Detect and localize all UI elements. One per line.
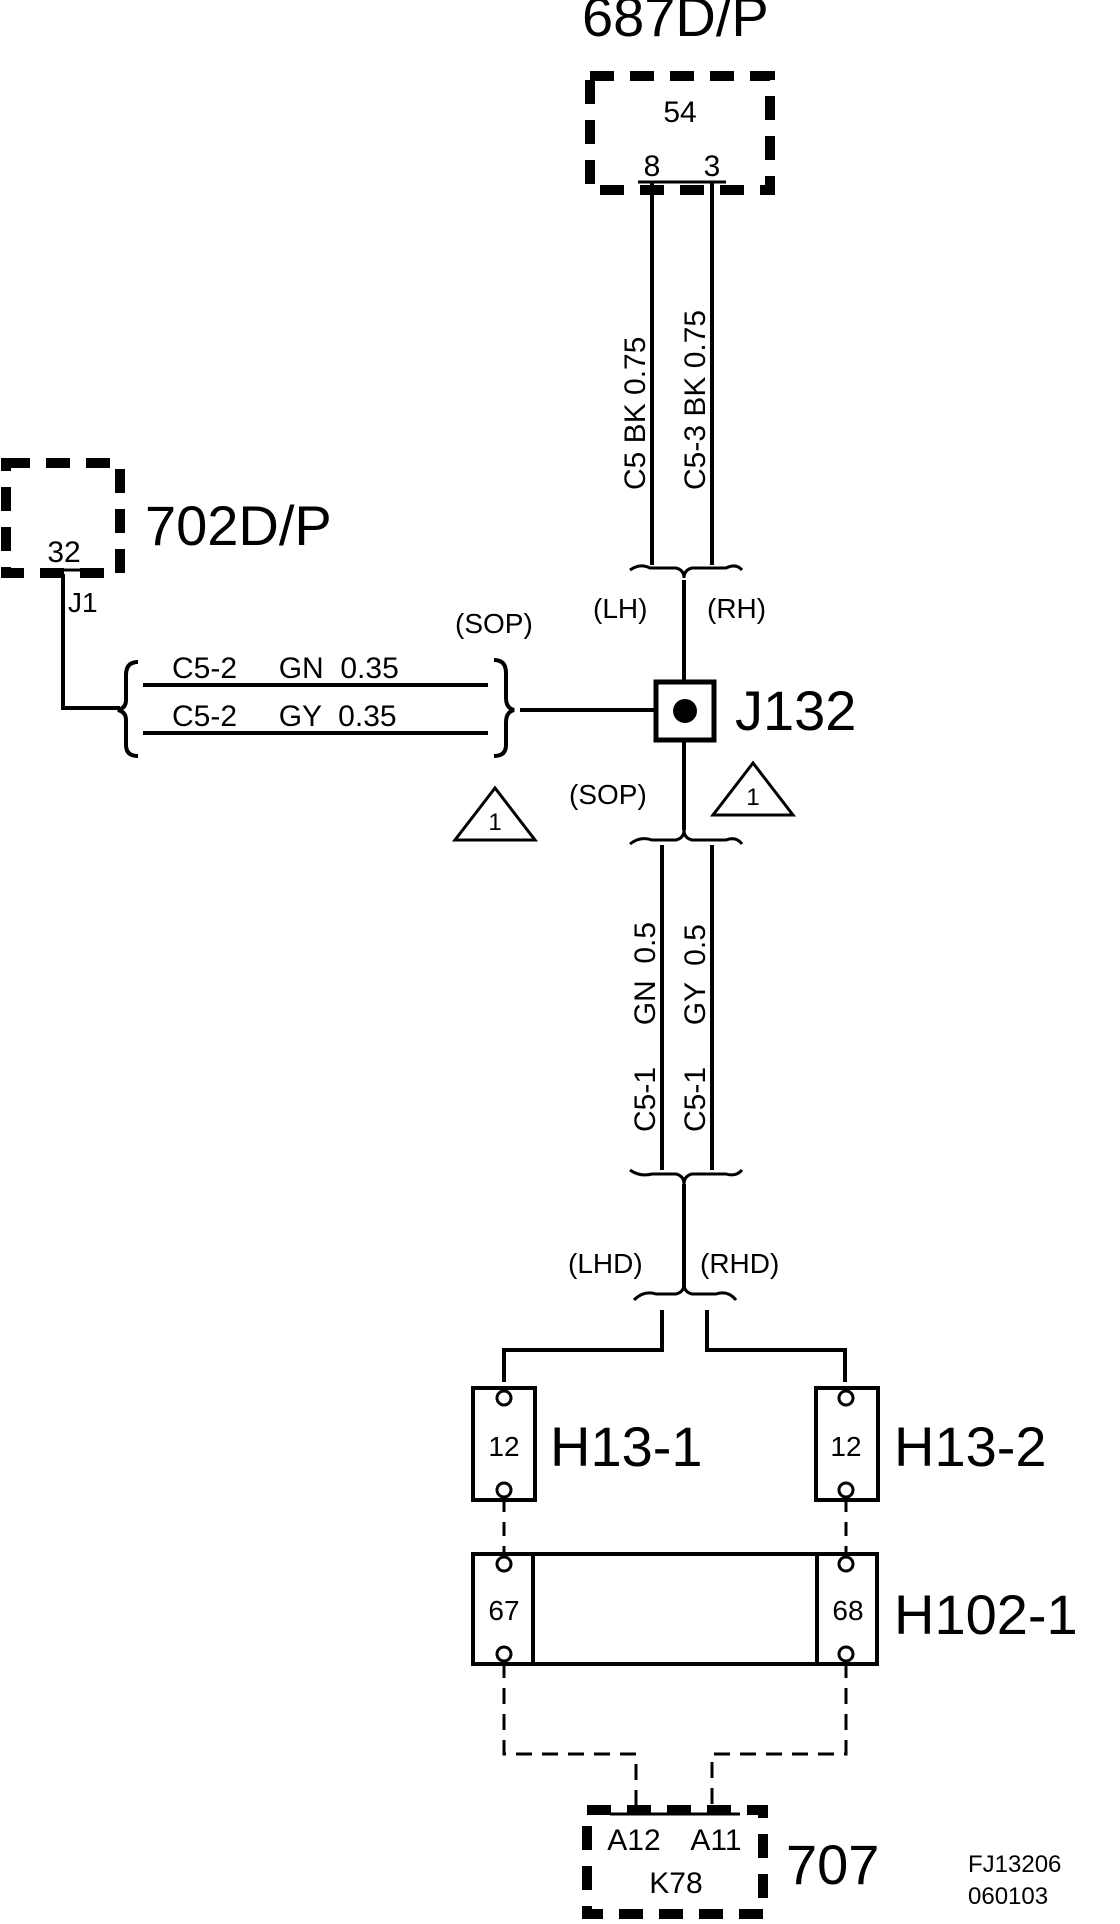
wire-label-c5-bk: C5 BK 0.75 [619, 337, 652, 490]
wire-branch-lhd[interactable] [502, 1310, 664, 1382]
brace-mid-top [629, 829, 744, 846]
variant-sop-upper: (SOP) [455, 608, 533, 639]
connector-707-code: K78 [649, 1867, 702, 1900]
note-right-number: 1 [746, 784, 759, 811]
connector-687-pin-3: 3 [704, 150, 721, 183]
note-triangle-right[interactable] [709, 760, 797, 817]
h102-1-terminal-67-bottom [495, 1645, 513, 1663]
bundle-left-brace [117, 660, 139, 758]
connector-687-pin-8: 8 [644, 150, 661, 183]
connector-h13-2-title: H13-2 [894, 1415, 1047, 1478]
bundle-right-brace [493, 658, 515, 758]
brace-top [629, 564, 744, 579]
h13-2-terminal-top [837, 1389, 855, 1407]
connector-687-cavity: 54 [663, 96, 696, 129]
h13-1-terminal-bottom [495, 1481, 513, 1499]
connector-702-pin: 32 [47, 536, 80, 569]
connector-h102-1-title: H102-1 [894, 1583, 1078, 1646]
splice-j132-title: J132 [735, 679, 856, 742]
h102-1-terminal-68-bottom [837, 1645, 855, 1663]
connector-h102-1-box[interactable] [471, 1552, 879, 1666]
h13-2-pin: 12 [830, 1431, 861, 1462]
connector-707-title: 707 [786, 1833, 879, 1896]
splice-dot [673, 699, 697, 723]
h13-1-pin: 12 [488, 1431, 519, 1462]
connector-702-title: 702D/P [145, 494, 332, 557]
brace-mid-bottom [629, 1168, 744, 1185]
h102-1-terminal-67-top [495, 1555, 513, 1573]
wire-label-c5-1-gn: C5-1 GN 0.5 [629, 922, 662, 1132]
connector-687-title: 687D/P [582, 0, 769, 48]
connector-687-box[interactable] [585, 71, 775, 195]
note-triangle-left[interactable] [451, 785, 539, 842]
drawing-reference: FJ13206 [968, 1851, 1061, 1878]
brace-lhd-rhd [632, 1283, 738, 1302]
variant-sop-lower: (SOP) [569, 779, 647, 810]
variant-rhd: (RHD) [700, 1248, 779, 1279]
h102-1-terminal-68-top [837, 1555, 855, 1573]
h13-2-terminal-bottom [837, 1481, 855, 1499]
connector-707-box[interactable] [582, 1805, 768, 1919]
h102-1-pin-67: 67 [488, 1595, 519, 1626]
connector-702-sub: J1 [68, 587, 98, 618]
wire-branch-rhd[interactable] [705, 1310, 847, 1382]
h13-1-terminal-top [495, 1389, 513, 1407]
connector-707-pin-a11: A11 [690, 1824, 741, 1857]
wire-label-c5-1-gy: C5-1 GY 0.5 [679, 924, 712, 1132]
wire-702-to-bundle[interactable] [61, 574, 120, 710]
connector-h13-1-title: H13-1 [550, 1415, 703, 1478]
variant-rh: (RH) [707, 593, 766, 624]
variant-lhd: (LHD) [568, 1248, 643, 1279]
connector-702-box[interactable] [1, 458, 125, 578]
link-h102-68-to-707 [710, 1662, 848, 1808]
note-left-number: 1 [488, 809, 501, 836]
connector-707-pin-a12: A12 [607, 1824, 660, 1857]
wire-label-c5-2-gn: C5-2 GN 0.35 [172, 652, 399, 685]
wire-label-c5-2-gy: C5-2 GY 0.35 [172, 700, 397, 733]
h102-1-pin-68: 68 [832, 1595, 863, 1626]
variant-lh: (LH) [593, 593, 647, 624]
wire-label-c5-3-bk: C5-3 BK 0.75 [679, 310, 712, 490]
link-h102-67-to-707 [502, 1662, 638, 1808]
drawing-date: 060103 [968, 1883, 1048, 1910]
